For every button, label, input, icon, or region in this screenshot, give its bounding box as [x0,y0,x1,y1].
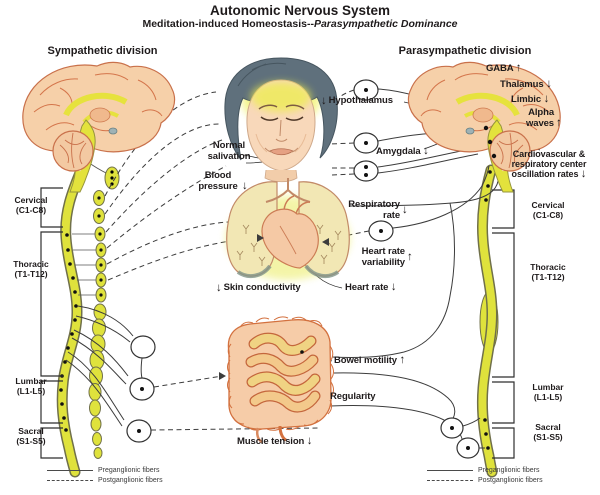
region-sacral-right: Sacral(S1-S5) [533,422,563,442]
sympathetic-spinal-cord [56,162,88,478]
down-arrow-icon: ↓ [242,179,248,192]
fiber-legend-right: Preganglionic fibers Postganglionic fibe… [427,467,543,484]
solid-line-swatch [427,470,473,471]
region-sacral-left: Sacral(S1-S5) [16,426,46,446]
dashed-line-swatch [427,480,473,481]
label-gaba: GABA ↑ [486,62,522,74]
pathway-arrowheads [219,234,329,380]
fiber-legend-left: Preganglionic fibers Postganglionic fibe… [47,467,163,484]
label-alpha-waves: Alpha waves↑ [525,107,562,129]
sympathetic-chain-ganglia [72,161,120,459]
down-arrow-icon: ↓ [402,203,408,216]
sympathetic-division-heading: Sympathetic division [47,45,158,57]
parasympathetic-division-heading: Parasympathetic division [398,45,532,57]
subtitle-emphasis: Parasympathetic Dominance [313,18,458,30]
down-arrow-icon: ↓ [546,78,552,90]
label-blood-pressure: Blood pressure↓ [198,170,248,192]
down-arrow-icon: ↓ [216,282,222,294]
down-arrow-icon: ↓ [306,435,313,447]
parasympathetic-spinal-cord [476,164,499,478]
label-respiratory-rate: Respiratory rate↓ [348,199,408,221]
label-regularity: Regularity [330,391,376,402]
region-thoracic-right: Thoracic(T1-T12) [530,262,566,282]
spine-region-brackets-right [492,189,515,459]
down-arrow-icon: ↓ [390,281,397,293]
page-title: Autonomic Nervous System [209,3,391,18]
region-cervical-right: Cervical(C1-C8) [531,200,565,220]
region-cervical-left: Cervical(C1-C8) [14,195,48,215]
page-subtitle: Meditation-induced Homeostasis--Parasymp… [142,18,458,30]
region-lumbar-right: Lumbar(L1-L5) [532,382,564,402]
label-bowel-motility: Bowel motility ↑ [334,354,406,366]
down-arrow-icon: ↓ [580,168,587,181]
label-amygdala: Amygdala ↓ [376,145,429,157]
region-lumbar-left: Lumbar(L1-L5) [15,376,47,396]
label-heart-rate-variability: Heart rate variability↑ [361,246,413,268]
label-hypothalamus: ↓Hypothalamus [321,95,393,107]
parasympathetic-ganglia [353,79,480,459]
label-muscle-tension: Muscle tension ↓ [237,435,313,447]
label-limbic: Limbic ↓ [511,93,550,105]
down-arrow-icon: ↓ [423,145,429,157]
face-illustration [224,57,338,183]
ganglion-cell-dots [137,88,470,450]
solid-line-swatch [47,470,93,471]
down-arrow-icon: ↓ [321,95,327,107]
down-arrow-icon: ↓ [543,93,550,105]
label-thalamus: Thalamus ↓ [500,78,552,90]
label-skin-conductivity: ↓Skin conductivity [216,282,301,294]
legend-postganglionic: Postganglionic fibers [47,477,163,484]
up-arrow-icon: ↑ [515,62,522,74]
intestines-illustration [227,316,334,444]
legend-preganglionic: Preganglionic fibers [47,467,163,474]
up-arrow-icon: ↑ [407,250,413,263]
label-normal-salivation: Normal salivation [207,140,251,162]
label-cardio-center: Cardiovascular & respiratory center osci… [511,149,587,181]
legend-preganglionic: Preganglionic fibers [427,467,543,474]
up-arrow-icon: ↑ [556,116,562,129]
legend-postganglionic: Postganglionic fibers [427,477,543,484]
spine-region-brackets-left [40,187,63,459]
label-heart-rate: Heart rate ↓ [345,281,397,293]
region-thoracic-left: Thoracic(T1-T12) [13,259,49,279]
parasympathetic-brain-illustration [408,62,560,192]
lungs-heart-illustration [226,178,350,280]
up-arrow-icon: ↑ [399,354,406,366]
dashed-line-swatch [47,480,93,481]
